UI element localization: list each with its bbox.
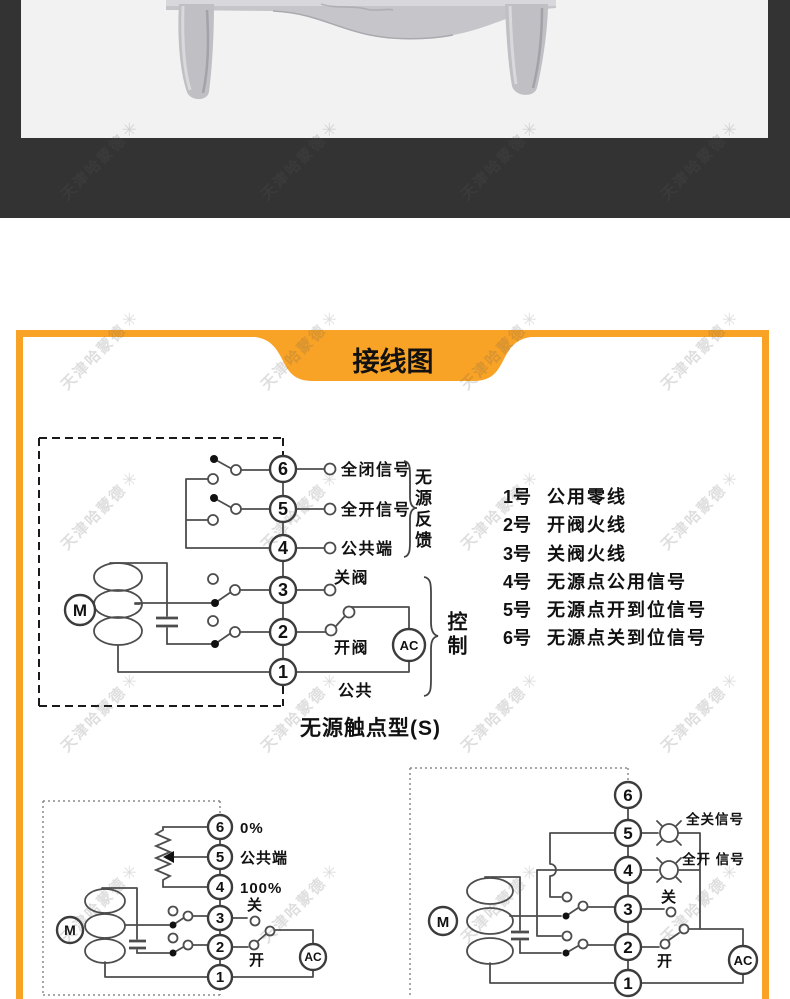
product-photo	[21, 0, 768, 138]
legend-num: 3号	[503, 543, 532, 564]
valve-body-shading	[272, 10, 454, 40]
valve-body-highlight	[166, 0, 556, 6]
banner-title: 接线图	[353, 347, 434, 377]
valve-photo-illustration	[166, 0, 556, 100]
legend-num: 1号	[503, 487, 532, 507]
terminal-legend: 1号公用零线 2号开阀火线 3号关阀火线 4号无源点公用信号 5号无源点开到位信…	[503, 483, 707, 653]
legend-num: 5号	[503, 600, 532, 621]
left-flange-shadow	[201, 9, 210, 94]
legend-label: 无源点关到位信号	[547, 628, 707, 649]
legend-label: 开阀火线	[547, 515, 627, 536]
banner-tab-shape	[255, 337, 531, 381]
legend-row: 2号开阀火线	[503, 511, 707, 539]
legend-label: 无源点公用信号	[547, 571, 687, 592]
right-flange-shadow	[531, 7, 544, 89]
legend-row: 3号关阀火线	[503, 540, 707, 568]
legend-row: 5号无源点开到位信号	[503, 596, 707, 624]
diagram1-caption: 无源触点型(S)	[300, 717, 441, 740]
control-group-label: 控制	[444, 611, 466, 659]
legend-label: 公用零线	[547, 487, 627, 507]
legend-num: 6号	[503, 628, 532, 649]
legend-num: 4号	[503, 571, 532, 592]
banner-tab: 接线图	[255, 337, 531, 381]
feedback-group-label: 无源反馈	[412, 468, 431, 552]
wiring-diagram-panel	[16, 330, 769, 999]
legend-num: 2号	[503, 515, 532, 536]
right-flange-highlight	[508, 5, 518, 85]
legend-row: 6号无源点关到位信号	[503, 624, 707, 652]
embossed-marking	[320, 3, 394, 11]
legend-row: 1号公用零线	[503, 483, 707, 511]
legend-label: 关阀火线	[547, 543, 627, 564]
valve-body	[166, 0, 556, 39]
left-flange-highlight	[181, 5, 192, 91]
legend-label: 无源点开到位信号	[547, 600, 707, 621]
legend-row: 4号无源点公用信号	[503, 568, 707, 596]
